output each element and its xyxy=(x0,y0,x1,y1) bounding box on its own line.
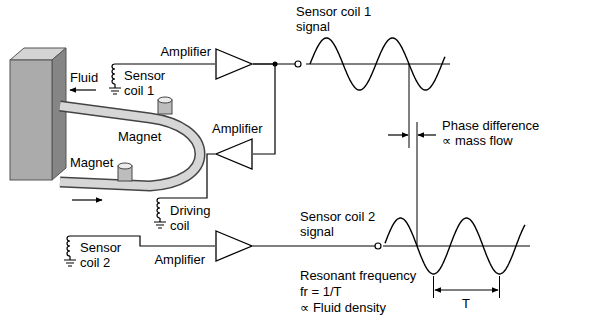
phase-marker xyxy=(409,64,410,148)
amplifier-label: Amplifier xyxy=(212,121,263,136)
phase-marker xyxy=(417,122,418,246)
period-arrow xyxy=(435,289,498,290)
wave-axis xyxy=(383,246,530,247)
wire xyxy=(160,154,215,198)
amplifier-symbol xyxy=(215,48,253,80)
ground-symbol xyxy=(154,218,166,228)
period-marker xyxy=(433,276,434,298)
flow-tube xyxy=(60,106,200,186)
magnet xyxy=(158,97,172,103)
coil-label: Driving coil xyxy=(170,203,218,233)
signal-wave xyxy=(385,218,525,274)
amplifier-label: Amplifier xyxy=(160,44,211,59)
signal-label: Sensor coil 1 signal xyxy=(296,4,376,34)
output-terminal xyxy=(295,61,301,67)
signal-wave xyxy=(310,38,445,90)
ground-symbol xyxy=(109,84,121,94)
frequency-formula: fr = 1/T xyxy=(300,284,342,299)
manifold-block xyxy=(52,48,66,180)
amplifier-node: Amplifier xyxy=(215,138,253,170)
amplifier-label: Amplifier xyxy=(154,252,205,267)
magnet-label: Magnet xyxy=(70,155,113,170)
amplifier-triangle xyxy=(216,231,252,261)
magnet xyxy=(118,163,132,169)
amplifier-triangle xyxy=(216,49,252,79)
wire xyxy=(253,245,375,246)
magnet-label: Magnet xyxy=(118,129,161,144)
coil-symbol xyxy=(112,64,115,84)
wave-axis xyxy=(306,64,450,65)
flow-tube xyxy=(60,106,200,186)
coil-label: Sensor coil 1 xyxy=(124,68,172,98)
amplifier-node: Amplifier xyxy=(215,48,253,80)
amplifier-symbol xyxy=(215,230,253,262)
coil-label: Sensor coil 2 xyxy=(80,240,128,270)
signal-wire xyxy=(253,64,275,154)
amplifier-triangle xyxy=(216,139,252,169)
coil-symbol xyxy=(67,236,70,256)
output-terminal xyxy=(375,243,381,249)
phase-label: Phase difference ∝ mass flow xyxy=(442,118,546,148)
phase-arrow xyxy=(388,134,408,135)
flow-label: Fluid xyxy=(70,70,98,85)
phase-arrow xyxy=(418,134,436,135)
wire xyxy=(115,63,215,64)
amplifier-symbol xyxy=(215,138,253,170)
period-label: T xyxy=(462,296,470,311)
flow-arrow xyxy=(70,89,96,90)
signal-label: Sensor coil 2 signal xyxy=(300,209,380,239)
ground-symbol xyxy=(64,256,76,266)
frequency-label: Resonant frequency xyxy=(300,268,416,283)
manifold-block xyxy=(10,60,52,180)
amplifier-node: Amplifier xyxy=(215,230,253,262)
coil-symbol xyxy=(157,198,160,218)
frequency-label: ∝ Fluid density xyxy=(300,300,386,315)
period-marker xyxy=(499,276,500,298)
flow-arrow xyxy=(72,199,102,200)
